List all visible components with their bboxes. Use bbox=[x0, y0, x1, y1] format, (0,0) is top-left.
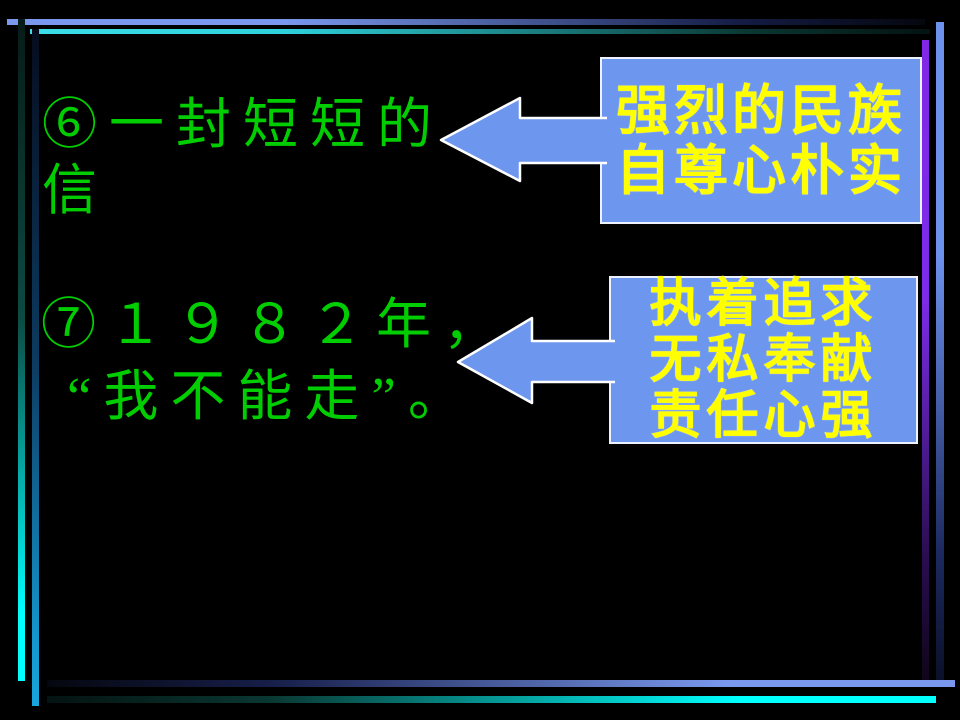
border-line-top-blue bbox=[7, 19, 925, 25]
callout-box-2: 执着追求 无私奉献 责任心强 bbox=[609, 276, 918, 444]
callout-1-line-1: 强烈的民族 bbox=[616, 80, 906, 141]
border-line-bottom-cyan bbox=[47, 696, 936, 703]
callout-2-line-1: 执着追求 bbox=[649, 275, 878, 333]
left-arrow-icon-2 bbox=[456, 316, 615, 405]
callout-1-line-2: 自尊心朴实 bbox=[616, 140, 906, 201]
border-line-left-blue bbox=[32, 29, 39, 706]
border-line-right-purple bbox=[922, 40, 929, 686]
border-line-top-cyan bbox=[30, 29, 930, 34]
point-6-line-1: ⑥一封短短的 bbox=[42, 94, 445, 155]
left-arrow-icon-1 bbox=[439, 96, 607, 183]
border-line-left-cyan bbox=[18, 19, 25, 681]
callout-2-line-3: 责任心强 bbox=[649, 387, 878, 445]
border-line-bottom-blue bbox=[47, 680, 955, 687]
point-7-line-2: “我不能走”。 bbox=[67, 366, 475, 427]
point-6-text: ⑥一封短短的 信 bbox=[42, 92, 444, 224]
point-7-line-1: ⑦１９８２年， bbox=[41, 294, 511, 355]
callout-box-1: 强烈的民族 自尊心朴实 bbox=[600, 57, 922, 224]
point-7-text: ⑦１９８２年， “我不能走”。 bbox=[41, 289, 510, 433]
callout-2-line-2: 无私奉献 bbox=[649, 331, 878, 389]
point-6-line-2: 信 bbox=[42, 160, 110, 221]
border-line-right-blue bbox=[936, 22, 944, 684]
